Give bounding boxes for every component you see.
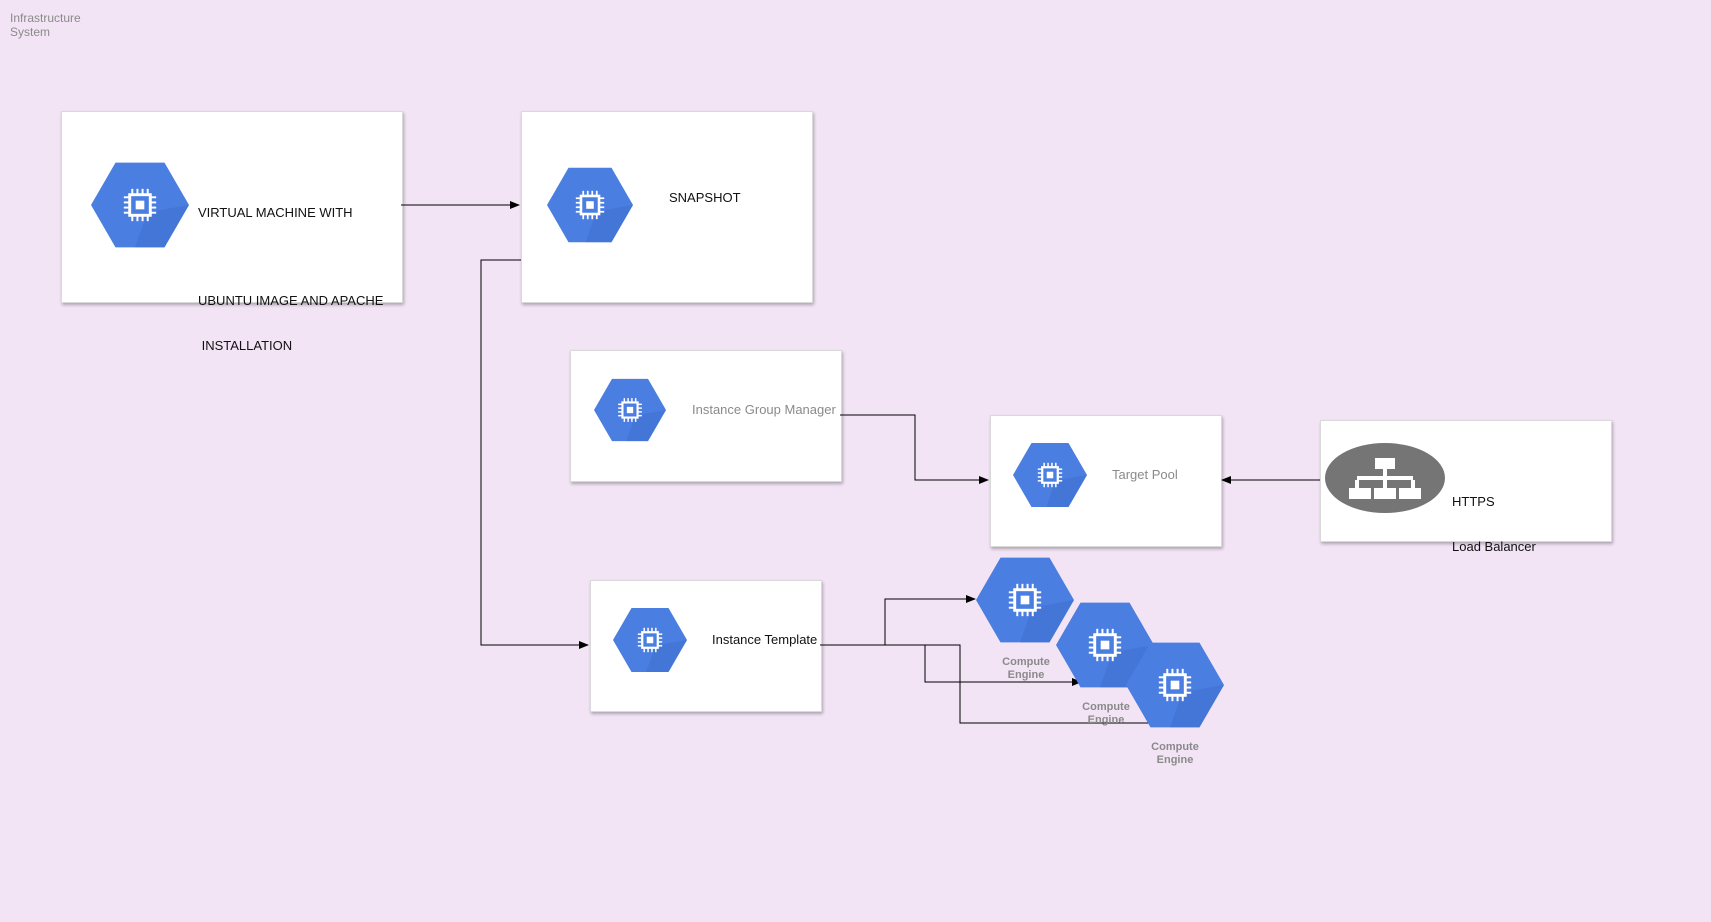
chip-outline: [579, 194, 601, 216]
instance-group-manager-label: Instance Group Manager: [692, 402, 836, 417]
compute-engine-1-caption: Compute Engine: [986, 656, 1066, 682]
chip-outline: [1093, 633, 1117, 657]
vm-label: VIRTUAL MACHINE WITH UBUNTU IMAGE AND AP…: [198, 175, 383, 383]
chip-outline: [128, 193, 152, 217]
chip-outline: [1013, 588, 1037, 612]
lb-leaf: [1399, 488, 1421, 499]
chip-core: [586, 201, 594, 209]
compute-engine-2-caption-line2: Engine: [1087, 714, 1125, 726]
frame-title-line1: Infrastructure: [10, 11, 81, 25]
chip-core: [1170, 680, 1180, 690]
compute-engine-2-caption-line1: Compute: [1082, 701, 1130, 713]
lb-leg: [1355, 480, 1359, 488]
load-balancer-label: HTTPS Load Balancer: [1452, 464, 1536, 584]
frame-title-line2: System: [10, 25, 51, 39]
snapshot-compute-engine-icon: [547, 167, 633, 243]
chip-core: [1020, 595, 1030, 605]
igm-compute-engine-icon: [594, 378, 666, 442]
chip-core: [1100, 640, 1110, 650]
chip-outline: [621, 401, 639, 419]
vm-compute-engine-icon: [91, 162, 189, 248]
compute-engine-2-caption: Compute Engine: [1066, 701, 1146, 727]
template-compute-engine-icon: [613, 607, 687, 673]
lb-bar: [1357, 476, 1413, 480]
load-balancer-label-line1: HTTPS: [1452, 494, 1495, 509]
lb-leg: [1411, 480, 1415, 488]
chip-core: [1046, 471, 1054, 479]
compute-engine-3-caption: Compute Engine: [1135, 741, 1215, 767]
chip-core: [646, 636, 654, 644]
compute-engine-1-caption-line1: Compute: [1002, 656, 1050, 668]
vm-label-line2: UBUNTU IMAGE AND APACHE: [198, 293, 384, 308]
frame-title: Infrastructure System: [10, 11, 100, 39]
lb-top-block: [1375, 458, 1395, 469]
chip-core: [135, 200, 145, 210]
compute-engine-3-icon: [1126, 642, 1224, 728]
snapshot-label: SNAPSHOT: [669, 190, 741, 205]
lb-leaf: [1349, 488, 1371, 499]
chip-core: [626, 406, 634, 414]
chip-outline: [1163, 673, 1187, 697]
target-pool-label: Target Pool: [1112, 467, 1178, 482]
compute-engine-1-icon: [976, 557, 1074, 643]
compute-engine-1-caption-line2: Engine: [1007, 669, 1045, 681]
target-pool-compute-engine-icon: [1013, 442, 1087, 508]
compute-engine-3-caption-line2: Engine: [1156, 754, 1194, 766]
lb-stem: [1383, 469, 1387, 477]
chip-outline: [641, 631, 659, 649]
lb-leg: [1383, 480, 1387, 488]
compute-engine-3-caption-line1: Compute: [1151, 741, 1199, 753]
instance-template-label: Instance Template: [712, 632, 818, 647]
load-balancer-label-line2: Load Balancer: [1452, 539, 1536, 554]
load-balancer-icon: [1325, 443, 1445, 513]
chip-outline: [1041, 466, 1059, 484]
compute-engine-2-icon: [1056, 602, 1154, 688]
lb-leaf: [1374, 488, 1396, 499]
vm-label-line1: VIRTUAL MACHINE WITH: [198, 205, 353, 220]
vm-label-line3: INSTALLATION: [198, 338, 293, 353]
